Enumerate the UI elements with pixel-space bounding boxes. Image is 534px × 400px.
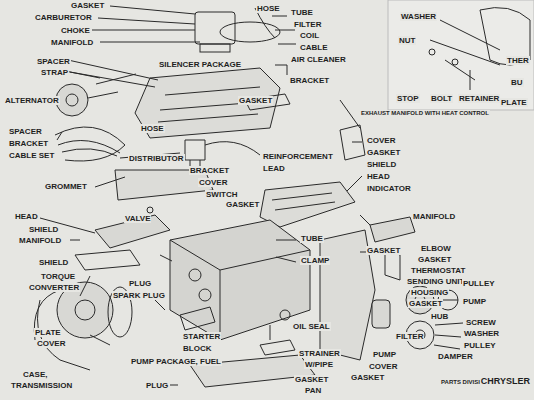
part-label: STRAP <box>40 68 69 77</box>
part-label: COVER <box>198 178 228 187</box>
part-label: GASKET <box>238 96 273 105</box>
part-label: AIR CLEANER <box>290 55 347 64</box>
part-label: PUMP PACKAGE, FUEL <box>130 357 222 366</box>
part-label: PULLEY <box>463 341 497 350</box>
part-label: GASKET <box>350 373 385 382</box>
part-label: NUT <box>398 36 416 45</box>
part-label: GROMMET <box>44 182 88 191</box>
part-label: EXHAUST MANIFOLD WITH HEAT CONTROL <box>360 110 490 117</box>
part-label: TUBE <box>290 8 314 17</box>
part-label: CONVERTER <box>28 283 80 292</box>
part-label: HUB <box>430 312 449 321</box>
part-label: CLAMP <box>300 256 330 265</box>
part-label: BRACKET <box>189 166 230 175</box>
part-label: COVER <box>366 136 396 145</box>
part-label: TUBE <box>300 234 324 243</box>
part-label: PAN <box>304 386 322 395</box>
part-label: INDICATOR <box>366 184 412 193</box>
part-label: GASKET <box>225 200 260 209</box>
part-label: STRAINER <box>298 349 341 358</box>
part-label: RETAINER <box>458 94 500 103</box>
part-label: LEAD <box>262 164 286 173</box>
part-label: CARBURETOR <box>34 13 93 22</box>
part-label: GASKET <box>366 148 401 157</box>
part-label: DAMPER <box>437 352 474 361</box>
part-label: HOSE <box>140 124 165 133</box>
part-label: STARTER <box>182 332 221 341</box>
part-label: PUMP <box>462 297 487 306</box>
part-label: ELBOW <box>420 244 452 253</box>
part-label: SHIELD <box>28 225 59 234</box>
part-label: MANIFOLD <box>50 38 94 47</box>
part-label: FILTER <box>395 332 424 341</box>
part-label: CASE, <box>22 370 48 379</box>
part-label: SENDING UNIT <box>406 277 465 286</box>
part-label: SHIELD <box>366 160 397 169</box>
part-label: PLATE <box>34 328 62 337</box>
part-label: HEAD <box>366 172 391 181</box>
part-label: COVER <box>368 362 398 371</box>
part-label: GASKET <box>294 375 329 384</box>
part-label: BRACKET <box>8 139 49 148</box>
part-label: FILTER <box>293 20 322 29</box>
part-label: BRACKET <box>289 76 330 85</box>
part-label: STOP <box>396 94 420 103</box>
part-label: THER <box>506 56 530 65</box>
part-label: MANIFOLD <box>412 212 456 221</box>
part-label: SCREW <box>465 318 497 327</box>
part-label: SPACER <box>8 127 43 136</box>
part-label: COIL <box>299 31 320 40</box>
part-label: SHIELD <box>38 258 69 267</box>
part-label: SWITCH <box>205 190 239 199</box>
part-label: TORQUE <box>40 272 76 281</box>
part-label: VALVE <box>124 214 151 223</box>
part-label: CHRYSLER <box>480 377 531 386</box>
part-label: OIL SEAL <box>292 322 331 331</box>
part-label: HOSE <box>256 4 281 13</box>
part-label: BU <box>510 78 524 87</box>
part-label: SPARK PLUG <box>112 291 166 300</box>
part-label: GASKET <box>70 1 105 10</box>
part-label: ALTERNATOR <box>4 96 60 105</box>
part-label: GASKET <box>366 246 401 255</box>
part-label: THERMOSTAT <box>410 266 466 275</box>
part-label: PULLEY <box>462 279 496 288</box>
part-label: GASKET <box>417 255 452 264</box>
part-label: HEAD <box>14 212 39 221</box>
part-label: PLUG <box>128 279 152 288</box>
part-label: CHOKE <box>60 26 91 35</box>
part-label: MANIFOLD <box>18 236 62 245</box>
part-label: WASHER <box>463 329 500 338</box>
part-label: BOLT <box>430 94 453 103</box>
part-label: PLATE <box>500 98 528 107</box>
part-label: PLUG <box>145 381 169 390</box>
part-label: WASHER <box>400 12 437 21</box>
part-label: COVER <box>36 339 66 348</box>
part-label: HOUSING <box>410 288 449 297</box>
part-label: SPACER <box>36 57 71 66</box>
part-label: GASKET <box>408 299 443 308</box>
part-label: CABLE SET <box>8 151 55 160</box>
part-label: BLOCK <box>182 344 212 353</box>
part-label: DISTRIBUTOR <box>128 154 185 163</box>
part-label: REINFORCEMENT <box>262 152 334 161</box>
part-label: CABLE <box>299 43 329 52</box>
part-label: TRANSMISSION <box>10 381 73 390</box>
part-label: PUMP <box>372 350 397 359</box>
part-label: W/PIPE <box>304 360 334 369</box>
part-label: SILENCER PACKAGE <box>158 60 242 69</box>
